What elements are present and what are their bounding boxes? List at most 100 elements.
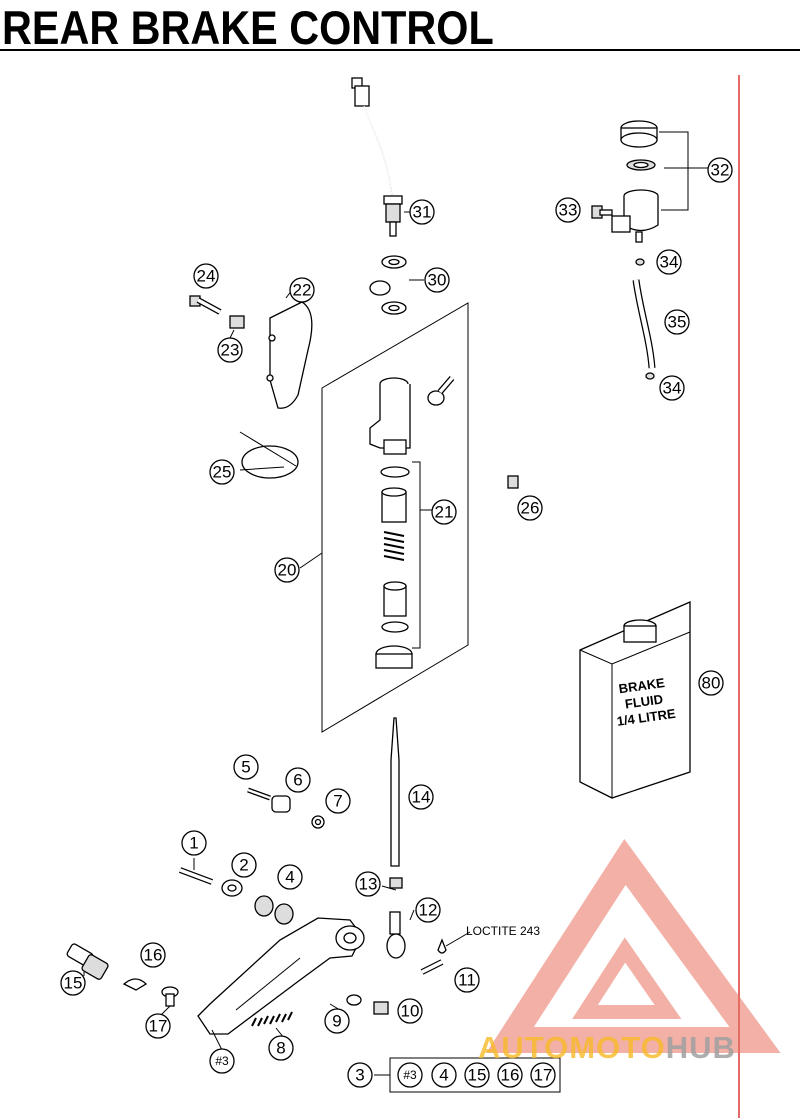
assembly-outline (321, 302, 469, 733)
svg-text:20: 20 (278, 561, 297, 580)
svg-text:25: 25 (213, 463, 232, 482)
page-title: REAR BRAKE CONTROL (2, 1, 494, 54)
watermark-text: AUTOMOTOHUB (478, 1030, 736, 1066)
svg-text:4: 4 (285, 868, 294, 887)
brake-light-switch-part (351, 77, 403, 237)
brake-pedal-part (197, 917, 365, 1035)
callout-assembly: #3 (209, 1048, 235, 1074)
svg-text:9: 9 (332, 1012, 341, 1031)
screw-bushing-part (247, 787, 325, 829)
svg-text:6: 6 (293, 771, 302, 790)
bottle-label: BRAKE FLUID 1/4 LITRE (611, 674, 677, 730)
pin-parts (66, 943, 179, 1007)
callout-23: 23 (217, 337, 243, 363)
callout-2: 2 (231, 852, 257, 878)
callout-25: 25 (209, 459, 235, 485)
pivot-bolt-part (178, 867, 294, 925)
callout-15: 15 (60, 970, 86, 996)
callout-14: 14 (408, 784, 434, 810)
svg-text:16: 16 (144, 946, 163, 965)
watermark-part1: AUTOMOTO (478, 1030, 666, 1065)
svg-text:80: 80 (702, 674, 721, 693)
svg-text:21: 21 (435, 503, 454, 522)
svg-text:15: 15 (468, 1066, 487, 1085)
svg-text:11: 11 (458, 971, 476, 990)
kit-item-4: 16 (497, 1062, 523, 1088)
svg-text:32: 32 (711, 161, 730, 180)
watermark-logo (486, 839, 781, 1053)
svg-text:16: 16 (501, 1066, 520, 1085)
callout-9: 9 (324, 1008, 350, 1034)
reservoir-part (611, 120, 708, 243)
svg-text:34: 34 (660, 253, 679, 272)
svg-text:23: 23 (221, 341, 240, 360)
callout-16: 16 (140, 942, 166, 968)
svg-text:35: 35 (668, 313, 687, 332)
callout-31: 31 (409, 199, 435, 225)
clevis-part (386, 911, 471, 975)
svg-text:15: 15 (64, 974, 83, 993)
callout-26: 26 (517, 495, 543, 521)
svg-text:2: 2 (239, 856, 248, 875)
callout-7: 7 (325, 788, 351, 814)
svg-text:12: 12 (419, 901, 438, 920)
svg-text:31: 31 (413, 203, 432, 222)
callout-30: 30 (424, 267, 450, 293)
kit-item-3: 15 (464, 1062, 490, 1088)
callout-80: 80 (698, 670, 724, 696)
svg-text:13: 13 (359, 875, 378, 894)
svg-text:14: 14 (412, 788, 431, 807)
callout-34a: 34 (656, 249, 682, 275)
callout-24: 24 (193, 263, 219, 289)
callout-3: 3 (347, 1062, 373, 1088)
bleed-nipple-part (507, 475, 519, 489)
svg-text:4: 4 (439, 1066, 448, 1085)
callout-labels: 31 30 24 22 23 25 21 26 20 32 33 34 35 3… (60, 157, 733, 1088)
bolt-part (189, 295, 245, 329)
svg-text:17: 17 (534, 1066, 553, 1085)
svg-text:33: 33 (559, 201, 578, 220)
kit-item-2: 4 (431, 1062, 457, 1088)
brake-fluid-bottle (579, 601, 691, 799)
callout-4: 4 (277, 864, 303, 890)
piston-kit-part (375, 461, 432, 669)
master-cylinder-part (369, 376, 455, 455)
svg-text:10: 10 (401, 1002, 420, 1021)
cover-part (266, 301, 313, 409)
return-spring-part (251, 1011, 293, 1027)
svg-text:17: 17 (149, 1017, 168, 1036)
callout-13: 13 (355, 871, 381, 897)
callout-20: 20 (274, 557, 300, 583)
svg-text:24: 24 (197, 267, 216, 286)
svg-text:26: 26 (521, 499, 540, 518)
svg-text:#3: #3 (215, 1054, 229, 1068)
kit-item-5: 17 (530, 1062, 556, 1088)
svg-text:30: 30 (428, 271, 447, 290)
pushrod-part (389, 717, 403, 889)
svg-text:5: 5 (241, 758, 250, 777)
callout-10: 10 (397, 998, 423, 1024)
callout-12: 12 (415, 897, 441, 923)
svg-text:34: 34 (663, 379, 682, 398)
svg-text:3: 3 (355, 1066, 364, 1085)
svg-text:1: 1 (189, 834, 198, 853)
callout-35: 35 (664, 309, 690, 335)
callout-34b: 34 (659, 375, 685, 401)
loctite-annotation: LOCTITE 243 (466, 924, 541, 938)
callout-5: 5 (233, 754, 259, 780)
kit-bracket (389, 1057, 561, 1093)
svg-text:22: 22 (293, 281, 312, 300)
banjo-bolt-part (345, 255, 407, 315)
callout-22: 22 (289, 277, 315, 303)
hose-part (632, 258, 656, 380)
washer-part (346, 994, 362, 1006)
callout-1: 1 (181, 830, 207, 856)
kit-item-1: #3 (397, 1062, 423, 1088)
callout-33: 33 (555, 197, 581, 223)
screw-part (591, 205, 613, 219)
svg-text:7: 7 (333, 792, 342, 811)
callout-32: 32 (707, 157, 733, 183)
page-margin-line (738, 75, 740, 1118)
watermark-part2: HUB (665, 1030, 736, 1065)
